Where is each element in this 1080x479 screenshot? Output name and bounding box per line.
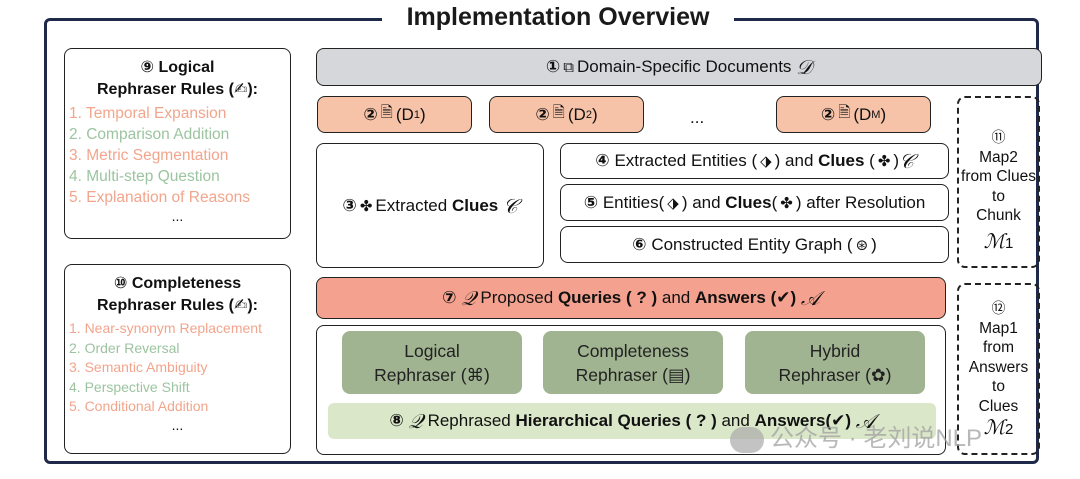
logical-rule-item: 4. Multi-step Question xyxy=(69,168,220,185)
completeness-rule-item: 3. Semantic Ambiguity xyxy=(69,359,208,375)
document-icon: 🗎 xyxy=(838,104,851,121)
diagram-title: Implementation Overview xyxy=(382,1,734,35)
map2-box: ⑪ Map2 from Clues to Chunk ℳ1 xyxy=(957,96,1040,268)
edit-icon: ✍ xyxy=(233,297,248,314)
check-icon: (✔) xyxy=(770,288,797,307)
graph-icon: ⊛ xyxy=(855,236,869,254)
check-icon: (✔) xyxy=(825,411,852,430)
logical-rules-heading: ⑨ Logical Rephraser Rules (✍): xyxy=(97,59,258,98)
edit-icon: ✍ xyxy=(233,81,248,98)
entity-resolution-box: ⑤ Entities(⬗) and Clues(✤) after Resolut… xyxy=(560,184,949,221)
wechat-icon xyxy=(730,426,764,453)
rephrased-queries-box: ⑧ 𝒬 Rephrased Hierarchical Queries ( ? )… xyxy=(328,403,936,439)
gear-icon: ✿ xyxy=(870,364,886,385)
logical-rules-ellipsis: ... xyxy=(171,208,184,224)
entity-graph-box: ⑥ Constructed Entity Graph (⊛) xyxy=(560,226,949,263)
tag-icon: ⬗ xyxy=(667,194,679,212)
logical-rule-item: 5. Explanation of Reasons xyxy=(69,189,250,206)
domain-documents-box: ① ⧉ Domain-Specific Documents 𝒟 xyxy=(316,48,1042,86)
puzzle-icon: ✤ xyxy=(780,194,793,212)
extracted-entities-box: ④ Extracted Entities (⬗) and Clues (✤)𝒞 xyxy=(560,143,949,179)
hybrid-rephraser: Hybrid Rephraser (✿) xyxy=(745,331,925,394)
document-icon: 🗎 xyxy=(552,104,565,121)
tag-icon: ⬗ xyxy=(760,153,772,170)
documents-icon: ⧉ xyxy=(563,58,574,76)
brain-icon: ⌘ xyxy=(466,364,485,385)
logical-rules-panel: ⑨ Logical Rephraser Rules (✍): 1. Tempor… xyxy=(64,48,291,239)
puzzle-icon: ✤ xyxy=(877,153,891,170)
logical-rule-item: 2. Comparison Addition xyxy=(69,126,230,143)
map1-box: ⑫ Map1 from Answers to Clues ℳ2 xyxy=(957,283,1040,455)
completeness-rules-panel: ⑩ Completeness Rephraser Rules (✍): 1. N… xyxy=(64,264,291,454)
completeness-rules-ellipsis: ... xyxy=(171,416,184,433)
watermark: 公众号 · 老刘说NLP xyxy=(730,418,982,453)
completeness-rule-item: 2. Order Reversal xyxy=(69,339,180,356)
chunk-ellipsis: ... xyxy=(690,108,705,127)
completeness-rephraser: Completeness Rephraser (▤) xyxy=(543,331,723,394)
extracted-clues-box: ③ ✤ Extracted Clues 𝒞 xyxy=(316,143,544,268)
logical-rephraser: Logical Rephraser (⌘) xyxy=(342,331,522,394)
completeness-rule-item: 4. Perspective Shift xyxy=(69,378,190,395)
list-icon: ▤ xyxy=(668,364,685,385)
question-icon: ( ? ) xyxy=(625,288,658,307)
completeness-rules-heading: ⑩ Completeness Rephraser Rules (✍): xyxy=(97,275,258,314)
logical-rule-item: 3. Metric Segmentation xyxy=(69,147,229,164)
puzzle-icon: ✤ xyxy=(359,197,373,215)
completeness-rule-item: 5. Conditional Addition xyxy=(69,398,209,414)
proposed-queries-box: ⑦ 𝒬 Proposed Queries ( ? ) and Answers (… xyxy=(316,277,946,319)
logical-rule-item: 1. Temporal Expansion xyxy=(69,105,227,122)
document-icon: 🗎 xyxy=(380,104,393,121)
completeness-rule-item: 1. Near-synonym Replacement xyxy=(69,320,262,336)
question-icon: ( ? ) xyxy=(685,411,717,430)
